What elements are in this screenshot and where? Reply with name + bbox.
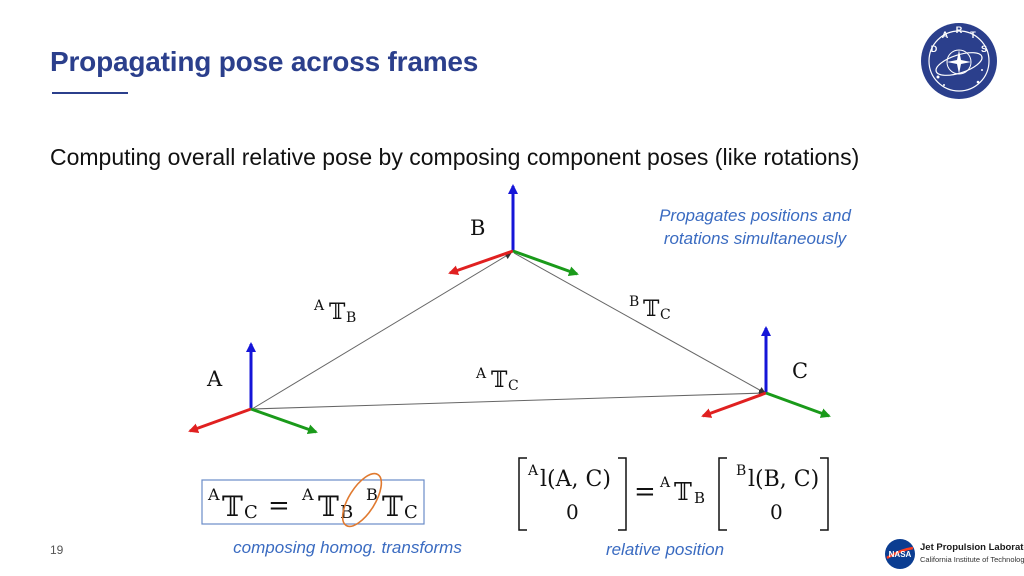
eq-sup: B bbox=[366, 485, 378, 504]
cancel-highlight bbox=[341, 472, 383, 528]
note-line: Propagates positions and bbox=[659, 206, 851, 225]
frame-b-y-axis bbox=[512, 249, 579, 276]
eq-sub: B bbox=[694, 489, 705, 507]
position-equation: A l(A, C) 0 = A 𝕋 B B l(B, C) 0 bbox=[518, 457, 829, 531]
nasa-meatball-icon: NASA bbox=[885, 539, 915, 569]
logo-letter: T bbox=[970, 30, 976, 40]
eq-sub: C bbox=[404, 502, 418, 523]
edge-b-c bbox=[513, 252, 766, 394]
eq-T: 𝕋 bbox=[222, 490, 243, 523]
frame-b-axes bbox=[448, 184, 579, 276]
eq-equals: = bbox=[268, 491, 290, 521]
frame-label-c: C bbox=[792, 359, 808, 383]
eq-sup: A bbox=[301, 485, 314, 504]
frame-a-axes bbox=[188, 342, 318, 435]
bracket bbox=[820, 457, 829, 531]
label-base: 𝕋 bbox=[329, 300, 346, 325]
label-ATC: A 𝕋 C bbox=[475, 366, 519, 394]
eq-zero: 0 bbox=[770, 500, 783, 524]
frame-a-x-axis bbox=[188, 407, 252, 433]
frame-c-axes bbox=[701, 326, 831, 418]
eq-l-body: l(B, C) bbox=[748, 467, 819, 492]
jpl-name: Jet Propulsion Laboratory bbox=[920, 542, 1024, 553]
eq-sup: A bbox=[659, 475, 671, 491]
label-sub: C bbox=[660, 307, 671, 323]
title-underline bbox=[52, 92, 128, 94]
eq-T: 𝕋 bbox=[318, 490, 339, 523]
note-composing: composing homog. transforms bbox=[233, 538, 462, 557]
label-BTC: B 𝕋 C bbox=[629, 294, 671, 323]
slide-subtitle: Computing overall relative pose by compo… bbox=[50, 144, 860, 170]
label-sub: B bbox=[346, 310, 356, 326]
eq-zero: 0 bbox=[566, 500, 579, 524]
eq-T: 𝕋 bbox=[382, 490, 403, 523]
label-sup: A bbox=[475, 366, 487, 382]
eq-sup: A bbox=[527, 463, 539, 479]
eq-sup: A bbox=[207, 485, 220, 504]
eq-sub: C bbox=[244, 502, 258, 523]
eq-l-body: l(A, C) bbox=[540, 467, 611, 492]
nasa-wordmark: NASA bbox=[889, 550, 912, 559]
frame-a-y-axis bbox=[250, 407, 318, 435]
bracket bbox=[518, 457, 527, 531]
frame-c-y-axis bbox=[765, 391, 831, 418]
label-sup: B bbox=[629, 294, 639, 310]
logo-letter: S bbox=[981, 44, 987, 54]
frame-label-b: B bbox=[470, 216, 485, 240]
composition-equation: A 𝕋 C = A 𝕋 B B 𝕋 C bbox=[201, 472, 425, 528]
label-sub: C bbox=[508, 378, 519, 394]
frame-b-x-axis bbox=[448, 249, 514, 276]
label-ATB: A 𝕋 B bbox=[313, 298, 356, 326]
equation-box bbox=[201, 479, 425, 525]
caltech-name: California Institute of Technology bbox=[920, 555, 1024, 564]
eq-equals: = bbox=[634, 477, 656, 507]
eq-T: 𝕋 bbox=[674, 478, 692, 506]
logo-letter: R bbox=[956, 25, 963, 35]
edge-a-b bbox=[251, 252, 512, 410]
note-propagates: Propagates positions and rotations simul… bbox=[630, 204, 880, 250]
bracket bbox=[618, 457, 627, 531]
edge-a-c bbox=[251, 389, 766, 410]
slide-title: Propagating pose across frames bbox=[50, 46, 479, 77]
darts-logo: D A R T S bbox=[921, 23, 997, 99]
label-base: 𝕋 bbox=[643, 297, 660, 322]
frame-c-x-axis bbox=[701, 391, 767, 418]
note-line: rotations simultaneously bbox=[663, 229, 847, 248]
jpl-footer-logo: NASA Jet Propulsion Laboratory Californi… bbox=[884, 538, 1024, 570]
eq-sub: B bbox=[340, 502, 353, 523]
logo-letter: A bbox=[942, 30, 949, 40]
label-sup: A bbox=[313, 298, 325, 314]
transform-edges bbox=[251, 252, 766, 410]
label-base: 𝕋 bbox=[491, 368, 508, 393]
frame-label-a: A bbox=[206, 367, 223, 391]
page-number: 19 bbox=[50, 543, 64, 557]
eq-sup: B bbox=[736, 463, 746, 479]
bracket bbox=[718, 457, 727, 531]
logo-letter: D bbox=[931, 44, 938, 54]
note-relative-position: relative position bbox=[605, 540, 725, 559]
